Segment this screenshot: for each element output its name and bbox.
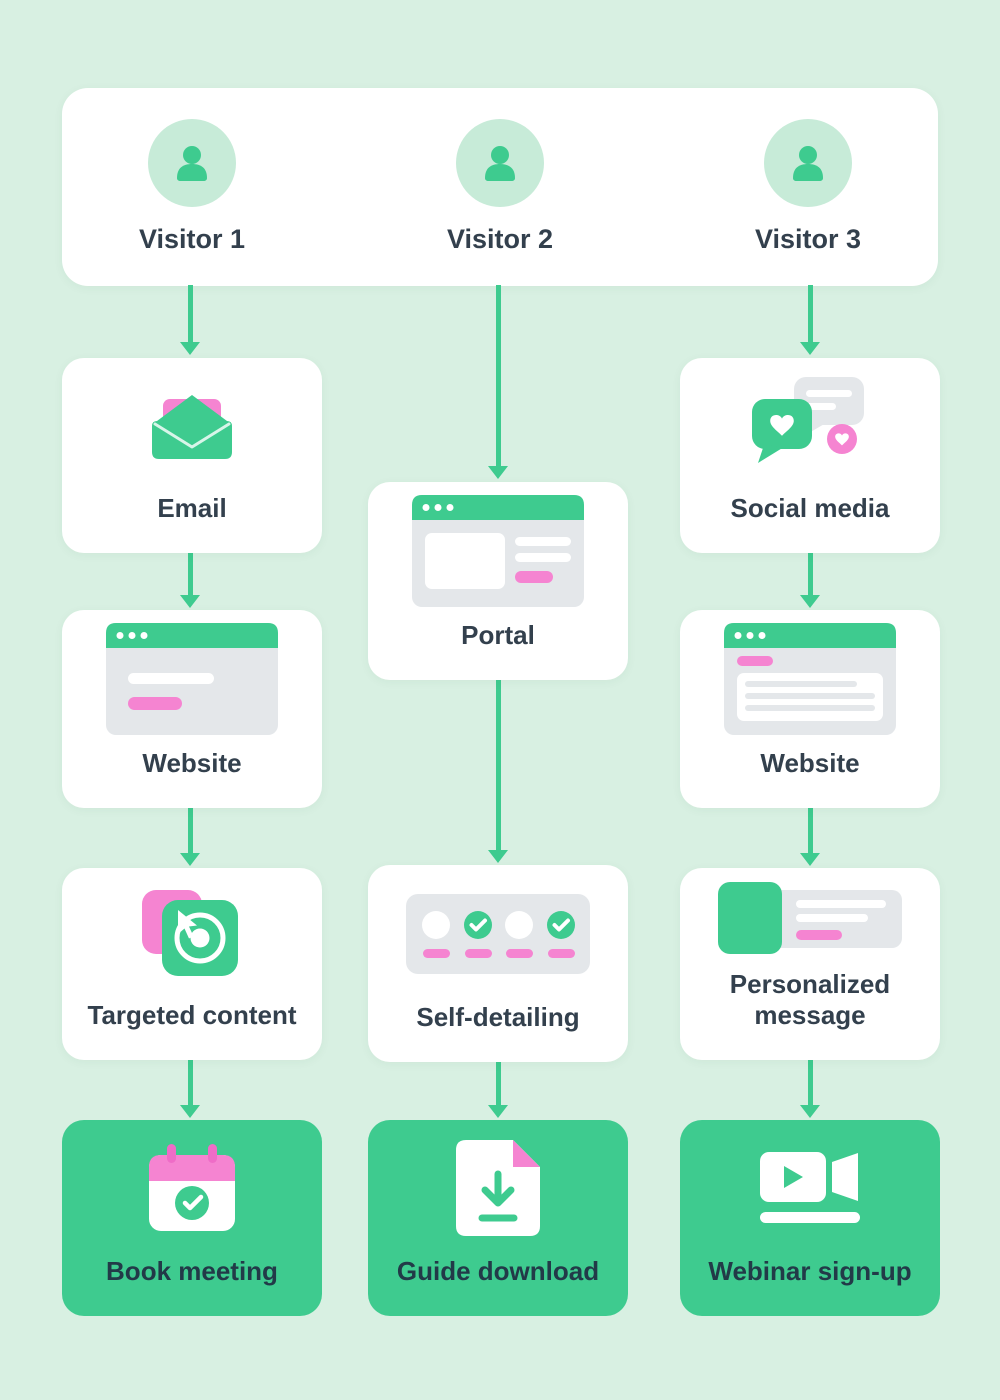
step-card-self-detailing: Self-detailing <box>368 865 628 1062</box>
avatar <box>456 119 544 207</box>
visitor-label: Visitor 1 <box>138 224 246 254</box>
step-card-social-media: Social media <box>680 358 940 553</box>
browser-window-icon <box>680 610 940 748</box>
document-download-icon <box>368 1120 628 1256</box>
flow-arrow <box>180 808 200 866</box>
email-icon <box>62 358 322 493</box>
step-card-targeted-content: Targeted content <box>62 868 322 1060</box>
step-card-portal: Portal <box>368 482 628 680</box>
flow-arrow <box>800 285 820 355</box>
step-label: Website <box>142 748 242 779</box>
step-card-website-1: Website <box>62 610 322 808</box>
step-card-email: Email <box>62 358 322 553</box>
avatar <box>764 119 852 207</box>
cta-label: Book meeting <box>106 1256 278 1287</box>
person-icon <box>177 146 207 181</box>
visitor-label: Visitor 2 <box>446 224 554 254</box>
cta-label: Guide download <box>396 1256 600 1287</box>
flow-arrow <box>800 808 820 866</box>
avatar <box>148 119 236 207</box>
step-label: Portal <box>461 620 535 651</box>
flow-arrow <box>488 680 508 863</box>
step-label: Targeted content <box>87 1000 297 1031</box>
visitor-1: Visitor 1 <box>62 119 322 255</box>
message-card-icon <box>680 868 940 969</box>
flow-arrow <box>800 552 820 608</box>
cta-card-book-meeting: Book meeting <box>62 1120 322 1316</box>
step-label: Social media <box>730 493 890 524</box>
visitor-2: Visitor 2 <box>370 119 630 255</box>
person-icon <box>485 146 515 181</box>
step-card-website-3: Website <box>680 610 940 808</box>
visitors-banner: Visitor 1 Visitor 2 Visitor 3 <box>62 88 938 286</box>
video-camera-icon <box>680 1120 940 1256</box>
checklist-icon <box>368 865 628 1002</box>
flow-arrow <box>180 285 200 355</box>
step-label: Email <box>157 493 227 524</box>
flow-arrow <box>800 1060 820 1118</box>
step-label: Self-detailing <box>416 1002 580 1033</box>
target-click-icon <box>62 868 322 1000</box>
calendar-check-icon <box>62 1120 322 1256</box>
browser-window-icon <box>62 610 322 748</box>
cta-card-webinar-signup: Webinar sign-up <box>680 1120 940 1316</box>
cta-label: Webinar sign-up <box>708 1256 912 1287</box>
visitor-3: Visitor 3 <box>678 119 938 255</box>
visitor-label: Visitor 3 <box>754 224 862 254</box>
chat-bubbles-heart-icon <box>680 358 940 493</box>
cta-card-guide-download: Guide download <box>368 1120 628 1316</box>
flow-arrow <box>180 552 200 608</box>
step-label: Personalized message <box>729 968 891 1031</box>
flow-arrow <box>488 285 508 479</box>
flow-arrow <box>180 1060 200 1118</box>
step-label: Website <box>760 748 860 779</box>
person-icon <box>793 146 823 181</box>
flow-arrow <box>488 1062 508 1118</box>
step-card-personalized-message: Personalized message <box>680 868 940 1060</box>
browser-window-icon <box>368 482 628 620</box>
